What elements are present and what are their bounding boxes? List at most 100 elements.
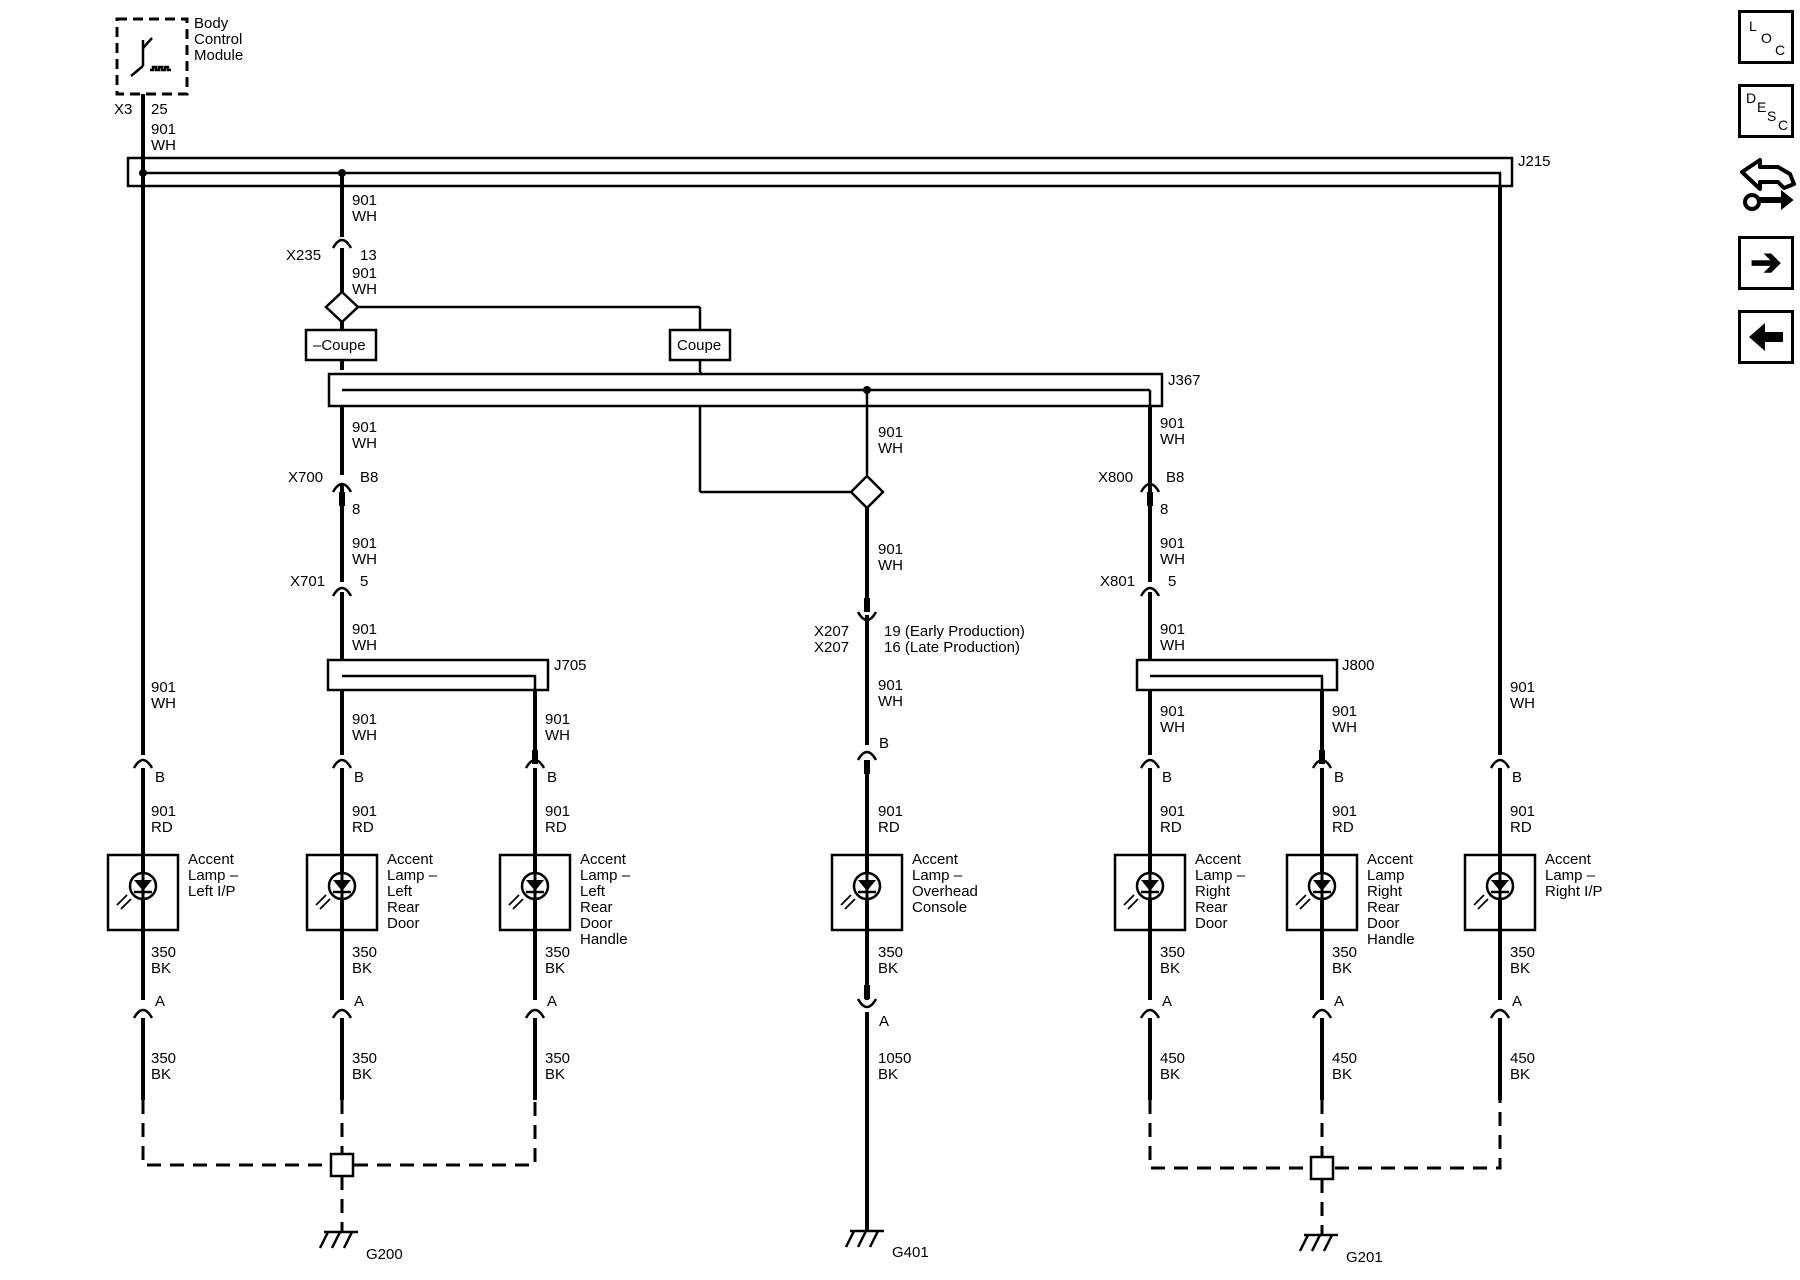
lamp-led-icon <box>1295 871 1337 910</box>
svg-text:901: 901 <box>1160 415 1185 432</box>
svg-text:901: 901 <box>545 711 570 728</box>
connector-a-label: A <box>1512 993 1522 1010</box>
svg-text:901: 901 <box>1160 703 1185 720</box>
desc-letter-c: C <box>1778 117 1789 133</box>
svg-text:901: 901 <box>878 677 903 694</box>
svg-text:BK: BK <box>1510 960 1530 977</box>
no-coupe-option-box <box>304 328 378 362</box>
connector-b-label: B <box>1334 769 1344 786</box>
connector-tool-icon[interactable] <box>1738 152 1798 216</box>
grounds: G200 G401 G201 <box>141 1100 1502 1266</box>
connector-a-shell <box>132 1008 154 1019</box>
splice-j705: J705 <box>326 657 587 692</box>
svg-text:BK: BK <box>545 960 565 977</box>
connector-a-label: A <box>155 993 165 1010</box>
connector-a-label: A <box>1162 993 1172 1010</box>
svg-text:BK: BK <box>1160 960 1180 977</box>
svg-text:350: 350 <box>352 944 377 961</box>
svg-text:1050: 1050 <box>878 1050 911 1067</box>
svg-text:BK: BK <box>1332 960 1352 977</box>
svg-text:BK: BK <box>352 1066 372 1083</box>
svg-text:350: 350 <box>1510 944 1535 961</box>
connector-b-label: B <box>1162 769 1172 786</box>
connector-a-pin <box>864 985 870 999</box>
no-coupe-option-label: –Coupe <box>313 337 366 354</box>
connector-b-shell <box>132 758 154 769</box>
svg-text:350: 350 <box>1332 944 1357 961</box>
svg-text:901: 901 <box>151 121 176 138</box>
svg-text:350: 350 <box>151 944 176 961</box>
svg-text:901: 901 <box>352 265 377 282</box>
x207-pin-late-label: 16 (Late Production) <box>884 639 1020 656</box>
svg-text:901: 901 <box>1510 679 1535 696</box>
splice-j800: J800 <box>1135 657 1375 692</box>
svg-text:901: 901 <box>151 679 176 696</box>
svg-text:RD: RD <box>1332 819 1354 836</box>
svg-text:350: 350 <box>1160 944 1185 961</box>
description-icon[interactable]: D E S C <box>1738 84 1794 138</box>
svg-text:WH: WH <box>878 557 903 574</box>
x800-pin-b-label: 8 <box>1160 501 1168 518</box>
x235-pin-label: 13 <box>360 247 377 264</box>
connector-b-shell <box>1489 758 1511 769</box>
svg-text:WH: WH <box>352 281 377 298</box>
x700-pin-a-label: B8 <box>360 469 378 486</box>
svg-text:BK: BK <box>1332 1066 1352 1083</box>
connector-a-shell <box>1139 1008 1161 1019</box>
inline-connectors: X235 13 X700 B8 8 X701 5 X800 B8 8 X801 … <box>286 238 1184 656</box>
svg-text:901: 901 <box>151 803 176 820</box>
svg-text:RD: RD <box>352 819 374 836</box>
x700-label: X700 <box>288 469 323 486</box>
lamp-led-icon <box>1123 871 1165 910</box>
svg-text:BK: BK <box>878 960 898 977</box>
location-icon[interactable]: L O C <box>1738 10 1794 64</box>
connector-b-label: B <box>547 769 557 786</box>
module-pin-label: 25 <box>151 101 168 118</box>
svg-text:WH: WH <box>352 435 377 452</box>
arrow-left-icon[interactable] <box>1738 310 1794 364</box>
lamp-led-icon <box>840 871 882 910</box>
wires <box>141 94 1502 1225</box>
connector-a-shell <box>524 1008 546 1019</box>
lamp-led-icon <box>116 871 158 910</box>
svg-text:901: 901 <box>352 535 377 552</box>
loc-letter-o: O <box>1761 30 1772 46</box>
svg-text:WH: WH <box>1510 695 1535 712</box>
svg-text:WH: WH <box>1332 719 1357 736</box>
x801-pin-label: 5 <box>1168 573 1176 590</box>
svg-text:WH: WH <box>352 637 377 654</box>
module-connector-label: X3 <box>114 101 132 118</box>
ground-g401-icon <box>844 1229 884 1248</box>
splice-j367-label: J367 <box>1168 372 1201 389</box>
svg-text:901: 901 <box>352 621 377 638</box>
svg-text:350: 350 <box>545 1050 570 1067</box>
svg-text:901: 901 <box>352 419 377 436</box>
x700-pin-b-label: 8 <box>352 501 360 518</box>
svg-text:WH: WH <box>151 695 176 712</box>
lamp-led-icon <box>1473 871 1515 910</box>
connector-a-shell <box>856 998 878 1009</box>
svg-text:901: 901 <box>1160 535 1185 552</box>
coupe-option-label: Coupe <box>677 337 721 354</box>
svg-text:WH: WH <box>1160 431 1185 448</box>
arrow-left-glyph <box>1749 323 1783 351</box>
arrow-right-icon[interactable]: ➔ <box>1738 236 1794 290</box>
svg-text:450: 450 <box>1160 1050 1185 1067</box>
splice-j800-label: J800 <box>1342 657 1375 674</box>
svg-text:350: 350 <box>352 1050 377 1067</box>
svg-text:WH: WH <box>545 727 570 744</box>
svg-text:WH: WH <box>352 551 377 568</box>
svg-text:RD: RD <box>151 819 173 836</box>
svg-text:901: 901 <box>1332 703 1357 720</box>
svg-text:901: 901 <box>352 803 377 820</box>
connector-b-pin <box>864 760 870 774</box>
